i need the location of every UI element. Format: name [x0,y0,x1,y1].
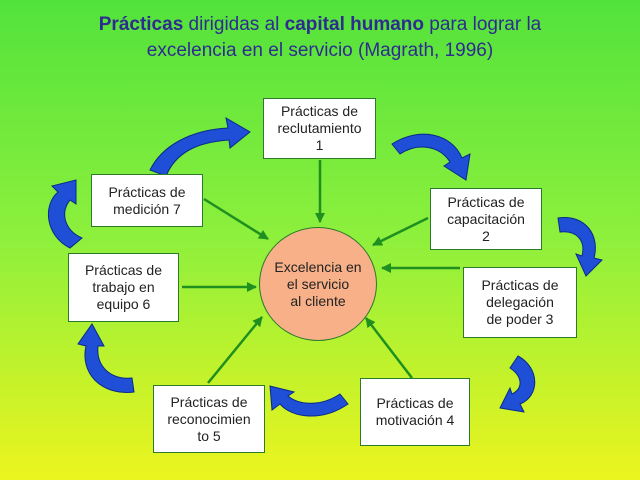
box-medicion-label: Prácticas de medición 7 [108,183,186,217]
box-reclutamiento: Prácticas de reclutamiento 1 [263,98,376,159]
box-delegacion: Prácticas de delegación de poder 3 [463,267,577,338]
arrow-capacitacion-to-center [372,216,429,247]
box-capacitacion-label: Prácticas de capacitación 2 [447,193,525,244]
box-reclutamiento-label: Prácticas de reclutamiento 1 [277,103,362,153]
title-text-1: dirigidas al [183,14,285,35]
center-label: Excelencia en el servicio al cliente [274,258,362,309]
diagram-title: Prácticas dirigidas al capital humano pa… [20,12,620,64]
box-delegacion-label: Prácticas de delegación de poder 3 [481,277,559,327]
box-capacitacion: Prácticas de capacitación 2 [430,188,542,250]
box-reconocimiento: Prácticas de reconocimien to 5 [153,385,265,453]
box-medicion: Prácticas de medición 7 [91,174,203,227]
center-excelencia-servicio: Excelencia en el servicio al cliente [259,227,377,341]
title-text-2: para lograr la [424,14,542,35]
title-line-2: excelencia en el servicio (Magrath, 1996… [146,40,494,61]
box-trabajo-equipo: Prácticas de trabajo en equipo 6 [68,253,179,322]
box-reconocimiento-label: Prácticas de reconocimien to 5 [167,393,251,444]
curved-arrow-trabajo-equipo-to-medicion [48,179,83,249]
curved-arrow-capacitacion-to-delegacion [557,217,603,277]
box-motivacion-label: Prácticas de motivación 4 [375,395,455,428]
title-word-capital-humano: capital humano [284,14,425,35]
arrow-motivacion-to-center [365,317,413,379]
curved-arrow-reclutamiento-to-capacitacion [391,133,471,181]
arrow-reconocimiento-to-center [207,316,263,384]
arrow-medicion-to-center [203,197,269,241]
curved-arrow-reconocimiento-to-trabajo-equipo [77,323,135,393]
curved-arrow-motivacion-to-reconocimiento [269,385,349,417]
box-trabajo-equipo-label: Prácticas de trabajo en equipo 6 [84,262,163,312]
box-motivacion: Prácticas de motivación 4 [360,378,470,446]
curved-arrow-delegacion-to-motivacion [499,355,536,413]
title-word-practicas: Prácticas [98,14,184,35]
curved-arrow-medicion-to-reclutamiento [149,117,251,177]
